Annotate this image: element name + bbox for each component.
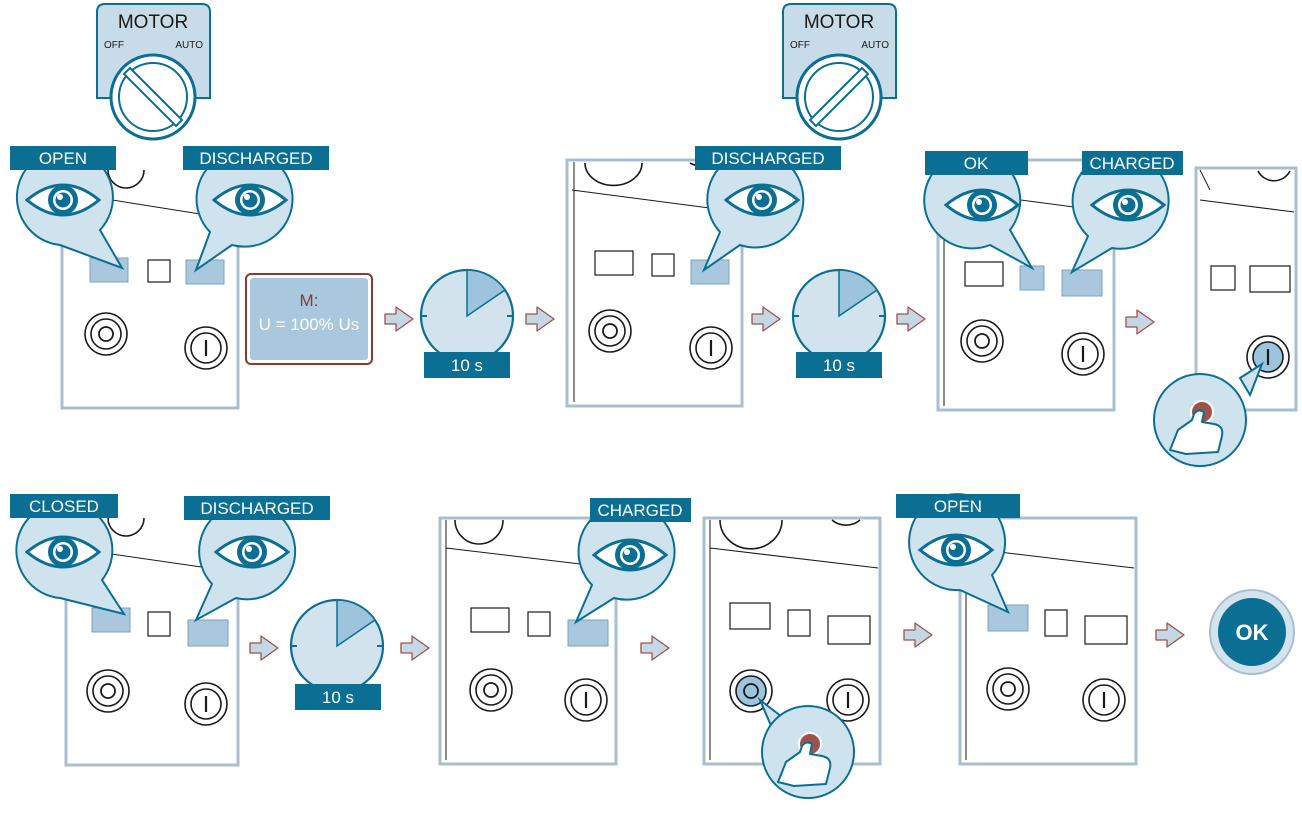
label-ok: OK [925, 151, 1028, 175]
arrow-right-icon [249, 635, 279, 661]
on-button[interactable] [183, 325, 229, 371]
rotary-switch-icon [122, 66, 184, 128]
voltage-display: M: U = 100% Us [245, 273, 373, 365]
off-button[interactable] [469, 668, 513, 712]
eye-bubble-discharged-3 [193, 502, 297, 623]
breaker-panel-4 [1194, 166, 1298, 412]
svg-text:OPEN: OPEN [934, 497, 982, 516]
svg-text:M:: M: [300, 291, 319, 310]
press-finger-icon [761, 705, 855, 799]
breaker-panel-5 [64, 517, 240, 767]
off-button[interactable] [86, 669, 130, 713]
svg-text:OPEN: OPEN [39, 149, 87, 168]
arrow-right-icon [1125, 309, 1155, 335]
on-button[interactable] [563, 677, 609, 723]
svg-text:10 s: 10 s [322, 688, 354, 707]
svg-text:DISCHARGED: DISCHARGED [200, 499, 313, 518]
on-button[interactable] [688, 325, 734, 371]
breaker-panel-1 [60, 169, 240, 410]
arrow-right-icon [903, 622, 933, 648]
off-button[interactable] [986, 667, 1030, 711]
svg-text:10 s: 10 s [451, 356, 483, 375]
arrow-right-icon [751, 306, 781, 332]
svg-text:MOTOR: MOTOR [118, 12, 188, 33]
label-open: OPEN [10, 146, 116, 170]
svg-text:OK: OK [964, 154, 989, 173]
svg-text:10 s: 10 s [823, 356, 855, 375]
svg-text:OFF: OFF [790, 40, 810, 51]
off-button[interactable] [960, 319, 1004, 363]
arrow-right-icon [640, 635, 670, 661]
svg-text:MOTOR: MOTOR [804, 12, 874, 33]
ok-icon: OK [1209, 589, 1295, 675]
arrow-right-icon [384, 306, 414, 332]
label-discharged-3: DISCHARGED [184, 496, 330, 520]
arrow-right-icon [525, 306, 555, 332]
label-closed: CLOSED [10, 494, 118, 518]
svg-text:CHARGED: CHARGED [1089, 154, 1174, 173]
motor-switch-auto[interactable]: MOTOR OFF AUTO [782, 3, 897, 141]
timer-2: 10 s [791, 268, 887, 378]
label-discharged: DISCHARGED [183, 146, 329, 170]
svg-text:CHARGED: CHARGED [597, 501, 682, 520]
press-bubble-off [757, 696, 855, 799]
off-button[interactable] [588, 309, 632, 353]
arrow-right-icon [400, 635, 430, 661]
timer-3: 10 s [289, 598, 385, 710]
timer-1: 10 s [419, 268, 515, 378]
svg-text:DISCHARGED: DISCHARGED [711, 149, 824, 168]
label-charged: CHARGED [1082, 151, 1183, 175]
svg-text:OFF: OFF [104, 40, 124, 51]
motor-switch-off[interactable]: MOTOR OFF AUTO [96, 3, 211, 141]
label-open-2: OPEN [896, 494, 1020, 518]
arrow-right-icon [1155, 622, 1185, 648]
svg-text:DISCHARGED: DISCHARGED [199, 149, 312, 168]
on-button[interactable] [183, 681, 229, 727]
svg-text:CLOSED: CLOSED [29, 497, 99, 516]
on-button[interactable] [1081, 677, 1127, 723]
press-finger-icon [1153, 373, 1247, 467]
off-button[interactable] [84, 312, 128, 356]
svg-text:AUTO: AUTO [861, 40, 889, 51]
on-button[interactable] [1060, 331, 1106, 377]
arrow-right-icon [896, 306, 926, 332]
label-charged-2: CHARGED [590, 498, 691, 522]
press-bubble-on [1153, 361, 1265, 467]
label-discharged-2: DISCHARGED [695, 146, 841, 170]
svg-text:OK: OK [1236, 620, 1269, 645]
svg-text:U = 100% Us: U = 100% Us [259, 315, 360, 334]
svg-text:AUTO: AUTO [175, 40, 203, 51]
rotary-switch-icon [808, 66, 870, 128]
